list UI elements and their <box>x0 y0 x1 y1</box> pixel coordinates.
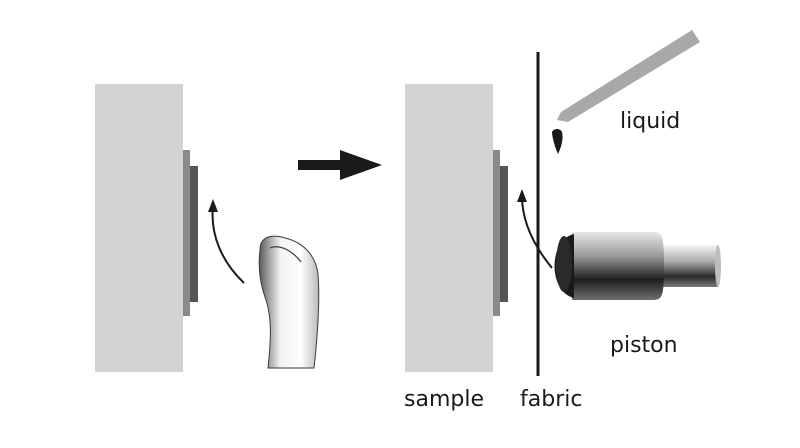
sample-plate-outer-right <box>493 150 500 316</box>
sample-block-right <box>405 84 493 372</box>
label-piston: piston <box>610 333 678 358</box>
droplet-icon <box>552 129 563 154</box>
label-sample: sample <box>404 387 484 412</box>
label-fabric: fabric <box>520 387 582 412</box>
arrow-right-icon <box>298 150 382 180</box>
sample-plate-inner-right <box>500 166 508 302</box>
touch-arrow-head-right <box>517 189 527 202</box>
label-liquid: liquid <box>620 109 680 134</box>
touch-arrow-right <box>521 195 553 269</box>
finger-icon <box>258 235 320 369</box>
touch-arrow-left <box>211 205 245 284</box>
touch-arrow-head-left <box>208 199 218 212</box>
sample-block-left <box>95 84 183 372</box>
right-panel: liquid piston sample fabric <box>404 30 721 412</box>
sample-plate-inner-left <box>190 166 198 302</box>
left-panel <box>95 84 320 372</box>
piston-icon <box>554 232 721 300</box>
sample-plate-outer-left <box>183 150 190 316</box>
pipette-icon <box>557 30 700 122</box>
